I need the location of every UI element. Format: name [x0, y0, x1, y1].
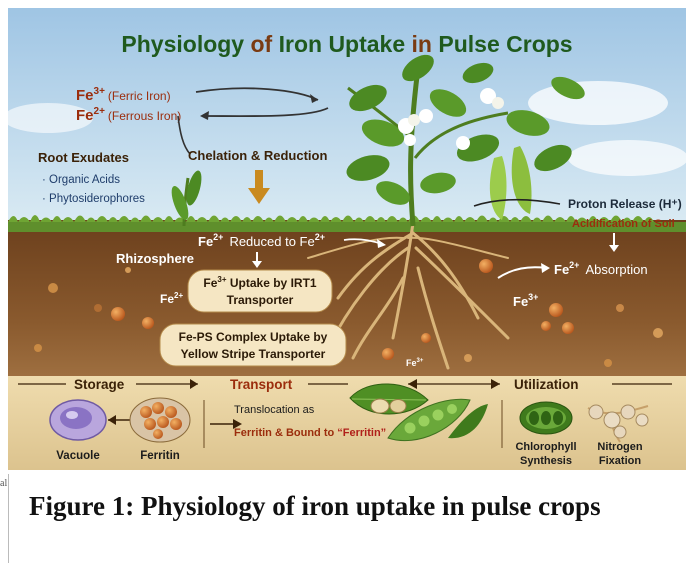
translocation-line1: Translocation as: [234, 404, 315, 416]
ferrous-iron-label: Fe2+(Ferrous Iron): [76, 106, 181, 124]
ferritin-illustration: [130, 398, 190, 442]
exudate-organic-acids: · Organic Acids: [42, 174, 120, 186]
infographic: Physiology of Iron Uptake in Pulse Crops…: [8, 8, 686, 470]
chelation-label: Chelation & Reduction: [188, 148, 327, 163]
translocation-line2: Ferritin & Bound to “Ferritin”: [234, 427, 386, 439]
ps-line2: Yellow Stripe Transporter: [181, 347, 326, 361]
figure-caption-box: Figure 1: Physiology of iron uptake in p…: [8, 474, 681, 563]
storage-heading: Storage: [74, 377, 125, 392]
irt1-line2: Transporter: [227, 293, 294, 307]
diagram-title: Physiology of Iron Uptake in Pulse Crops: [121, 31, 572, 57]
ps-line1: Fe-PS Complex Uptake by: [179, 330, 328, 344]
figure-caption: Figure 1: Physiology of iron uptake in p…: [29, 488, 679, 525]
vacuole-label: Vacuole: [56, 450, 99, 462]
edge-text-fragment: al: [0, 478, 8, 492]
nitrogen-line2: Fixation: [599, 455, 641, 467]
exudate-phytosiderophores: · Phytosiderophores: [42, 193, 145, 205]
root-exudates-heading: Root Exudates: [38, 150, 129, 165]
cloud: [568, 140, 686, 176]
utilization-heading: Utilization: [514, 377, 579, 392]
vacuole-illustration: [50, 400, 106, 440]
ferric-iron-label: Fe3+(Ferric Iron): [76, 86, 171, 104]
absorption-label: Fe2+Absorption: [554, 260, 648, 277]
nitrogen-line1: Nitrogen: [597, 441, 643, 453]
chloroplast-illustration: [520, 402, 572, 434]
transport-heading: Transport: [230, 377, 293, 392]
rhizosphere-label: Rhizosphere: [116, 251, 194, 266]
chlorophyll-line2: Synthesis: [520, 455, 572, 467]
cloud: [528, 81, 668, 125]
ferritin-label: Ferritin: [140, 450, 180, 462]
chelation-arrow-shaft: [255, 170, 263, 190]
infographic-svg: Physiology of Iron Uptake in Pulse Crops…: [8, 8, 686, 470]
proton-sub: Acidification of Soil: [572, 218, 675, 230]
chlorophyll-line1: Chlorophyll: [515, 441, 576, 453]
proton-heading: Proton Release (H⁺): [568, 197, 682, 211]
